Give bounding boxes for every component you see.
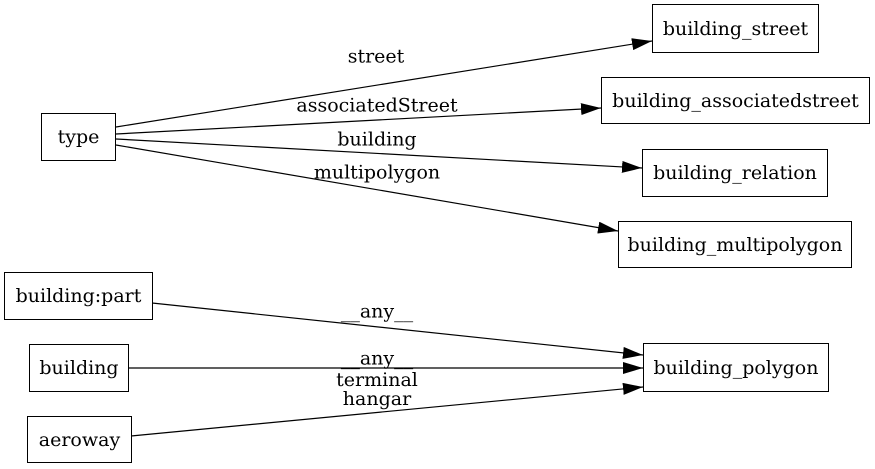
node-building: building xyxy=(29,344,129,392)
edge-label-street: street xyxy=(347,45,405,68)
node-label: aeroway xyxy=(38,428,121,451)
edge-building-part-to-building-polygon xyxy=(151,302,644,359)
edge-label-multipolygon: multipolygon xyxy=(313,161,441,184)
node-label: building xyxy=(39,357,119,379)
edge-type-to-building-multipolygon xyxy=(115,144,619,234)
node-type: type xyxy=(41,113,116,161)
edge-type-to-building-relation xyxy=(115,138,643,173)
node-label: building:part xyxy=(15,285,142,307)
node-building-street: building_street xyxy=(652,4,819,53)
node-building-part: building:part xyxy=(4,272,153,320)
edge-label-line-terminal: terminal xyxy=(336,369,418,391)
node-label: building_relation xyxy=(653,162,817,184)
edge-label-terminal-hangar: terminal hangar xyxy=(336,371,418,409)
edge-label-building: building xyxy=(337,128,417,151)
node-label: building_multipolygon xyxy=(627,233,843,256)
node-building-polygon: building_polygon xyxy=(643,343,829,392)
node-building-associatedstreet: building_associatedstreet xyxy=(601,77,870,124)
node-label: building_street xyxy=(662,17,809,40)
edge-type-to-building-street xyxy=(115,38,653,128)
node-label: type xyxy=(57,126,100,148)
edge-type-to-building-associatedstreet xyxy=(115,103,602,135)
node-aeroway: aeroway xyxy=(27,416,132,463)
edge-label-any-building-part: __any__ xyxy=(340,300,414,323)
node-building-multipolygon: building_multipolygon xyxy=(618,221,852,268)
edge-label-any-building: __any__ xyxy=(340,347,414,370)
node-label: building_polygon xyxy=(653,356,819,379)
edge-label-associatedstreet: associatedStreet xyxy=(296,94,458,117)
node-building-relation: building_relation xyxy=(642,149,828,197)
edge-label-line-hangar: hangar xyxy=(342,388,412,410)
edge-aeroway-to-building-polygon xyxy=(130,382,644,437)
node-label: building_associatedstreet xyxy=(612,89,859,112)
